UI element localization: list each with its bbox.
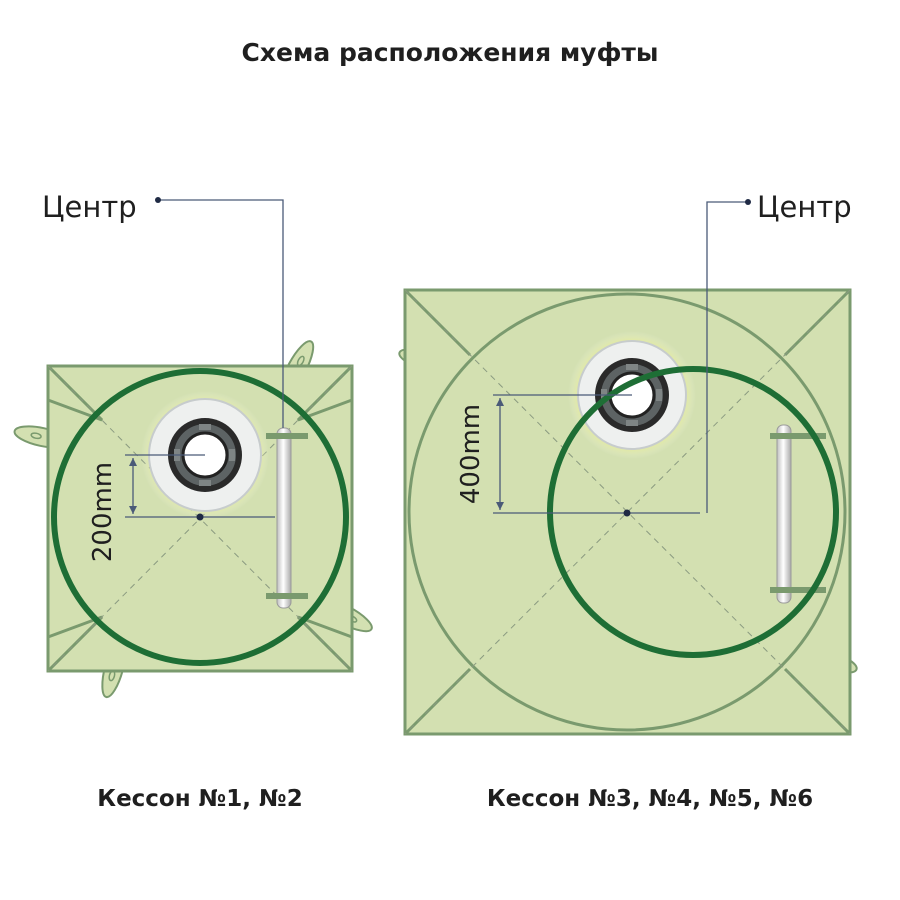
handle-bar (266, 427, 308, 609)
center-diagonals (404, 289, 851, 735)
leader-dot (745, 199, 751, 205)
dimension-label-400: 400mm (456, 404, 486, 504)
center-diagonals (47, 365, 353, 672)
center-label-left: Центр (42, 190, 137, 224)
page-title: Схема расположения муфты (241, 38, 659, 67)
outer-ring (407, 292, 847, 732)
caption-left: Кессон №1, №2 (97, 786, 303, 812)
handle-bar (770, 424, 826, 604)
dimension-400 (493, 394, 700, 514)
center-label-right: Центр (757, 190, 852, 224)
center-point (623, 509, 631, 517)
center-leader-line (706, 201, 746, 513)
dimension-label-200: 200mm (88, 462, 118, 562)
leader-dot (155, 197, 161, 203)
caisson-ring (51, 368, 349, 666)
caption-right: Кессон №3, №4, №5, №6 (486, 786, 814, 812)
center-leader-line (160, 199, 284, 428)
caisson-ring (547, 366, 839, 658)
center-point (196, 513, 204, 521)
caisson-left: 200mm Центр (13, 190, 373, 699)
caisson-right: 400mm Центр (398, 190, 858, 736)
